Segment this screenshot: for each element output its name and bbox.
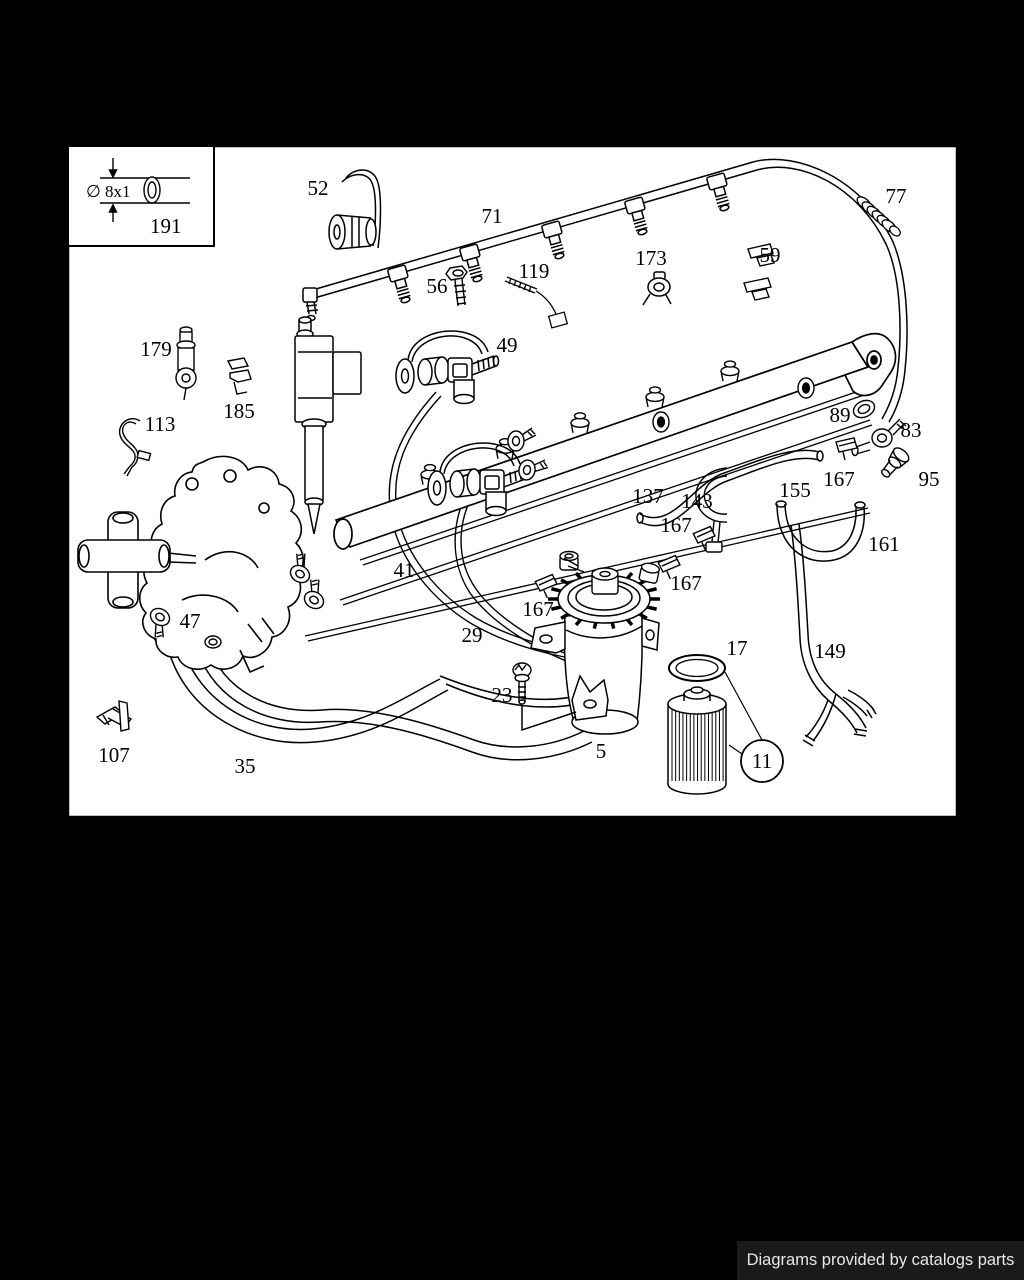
attribution-text: Diagrams provided by catalogs parts	[746, 1251, 1015, 1269]
part-label-71: 71	[482, 204, 503, 228]
part-label-59: 59	[760, 243, 781, 267]
part-label-35: 35	[235, 754, 256, 778]
part-label-95: 95	[919, 467, 940, 491]
attribution-bar: Diagrams provided by catalogs parts	[737, 1241, 1024, 1280]
part-labels: 52 71 77 56 119 173 59 179 185 113 49 89 83 167 95 137 1…	[98, 176, 939, 778]
filter-element	[667, 686, 727, 795]
part-label-143: 143	[681, 489, 713, 513]
part-label-167-2: 167	[660, 513, 692, 537]
part-label-167-4: 167	[522, 597, 554, 621]
filter-cap-ports	[559, 550, 661, 595]
clip-185	[226, 357, 252, 395]
part-label-49: 49	[497, 333, 518, 357]
part-label-161: 161	[868, 532, 900, 556]
injection-pump	[77, 455, 305, 674]
injector	[294, 316, 362, 535]
spring-77	[856, 196, 901, 237]
part-label-89: 89	[830, 403, 851, 427]
part-label-119: 119	[519, 259, 550, 283]
inset-dimension: ∅ 8x1	[86, 182, 131, 201]
part-label-113: 113	[145, 412, 176, 436]
seal-47	[204, 635, 222, 649]
clips-59	[743, 243, 775, 301]
part-label-149: 149	[814, 639, 846, 663]
inset-part-number: 191	[150, 214, 182, 238]
part-label-56: 56	[427, 274, 448, 298]
seal-ring-17	[668, 654, 726, 682]
banjo-83	[851, 418, 907, 457]
injection-pipe-rail	[302, 158, 908, 423]
hook-113	[118, 417, 152, 477]
part-label-185: 185	[223, 399, 255, 423]
part-label-77: 77	[886, 184, 907, 208]
part-label-17: 17	[727, 636, 748, 660]
leader-11	[724, 671, 763, 755]
part-label-23: 23	[492, 683, 513, 707]
small-parts	[95, 326, 910, 732]
clamp-143	[695, 467, 728, 553]
part-label-107: 107	[98, 743, 130, 767]
circled-label-text: 11	[752, 749, 772, 773]
right-hoses	[636, 449, 877, 747]
part-label-155: 155	[779, 478, 811, 502]
clamp-173	[642, 271, 672, 306]
part-label-179: 179	[140, 337, 172, 361]
screw-23	[512, 662, 532, 705]
screw-95	[881, 447, 910, 478]
part-label-83: 83	[901, 418, 922, 442]
part-label-52: 52	[308, 176, 329, 200]
part-label-137: 137	[632, 484, 664, 508]
bracket-107	[95, 700, 133, 732]
part-label-167: 167	[823, 467, 855, 491]
seal-89	[852, 399, 876, 419]
part-label-47: 47	[180, 609, 201, 633]
screw-56	[445, 265, 468, 307]
part-label-41: 41	[394, 558, 415, 582]
part-label-173: 173	[635, 246, 667, 270]
retaining-clip-52	[328, 169, 382, 250]
valve-179	[175, 326, 197, 401]
filter-foot	[571, 674, 609, 721]
fuel-filter-assembly	[512, 550, 784, 795]
part-label-167-3: 167	[670, 571, 702, 595]
rod-119	[504, 276, 569, 329]
part-label-29: 29	[462, 623, 483, 647]
circled-label-11	[740, 739, 784, 783]
legend-inset	[67, 145, 215, 247]
leader-23	[521, 706, 577, 732]
part-label-5: 5	[596, 739, 607, 763]
